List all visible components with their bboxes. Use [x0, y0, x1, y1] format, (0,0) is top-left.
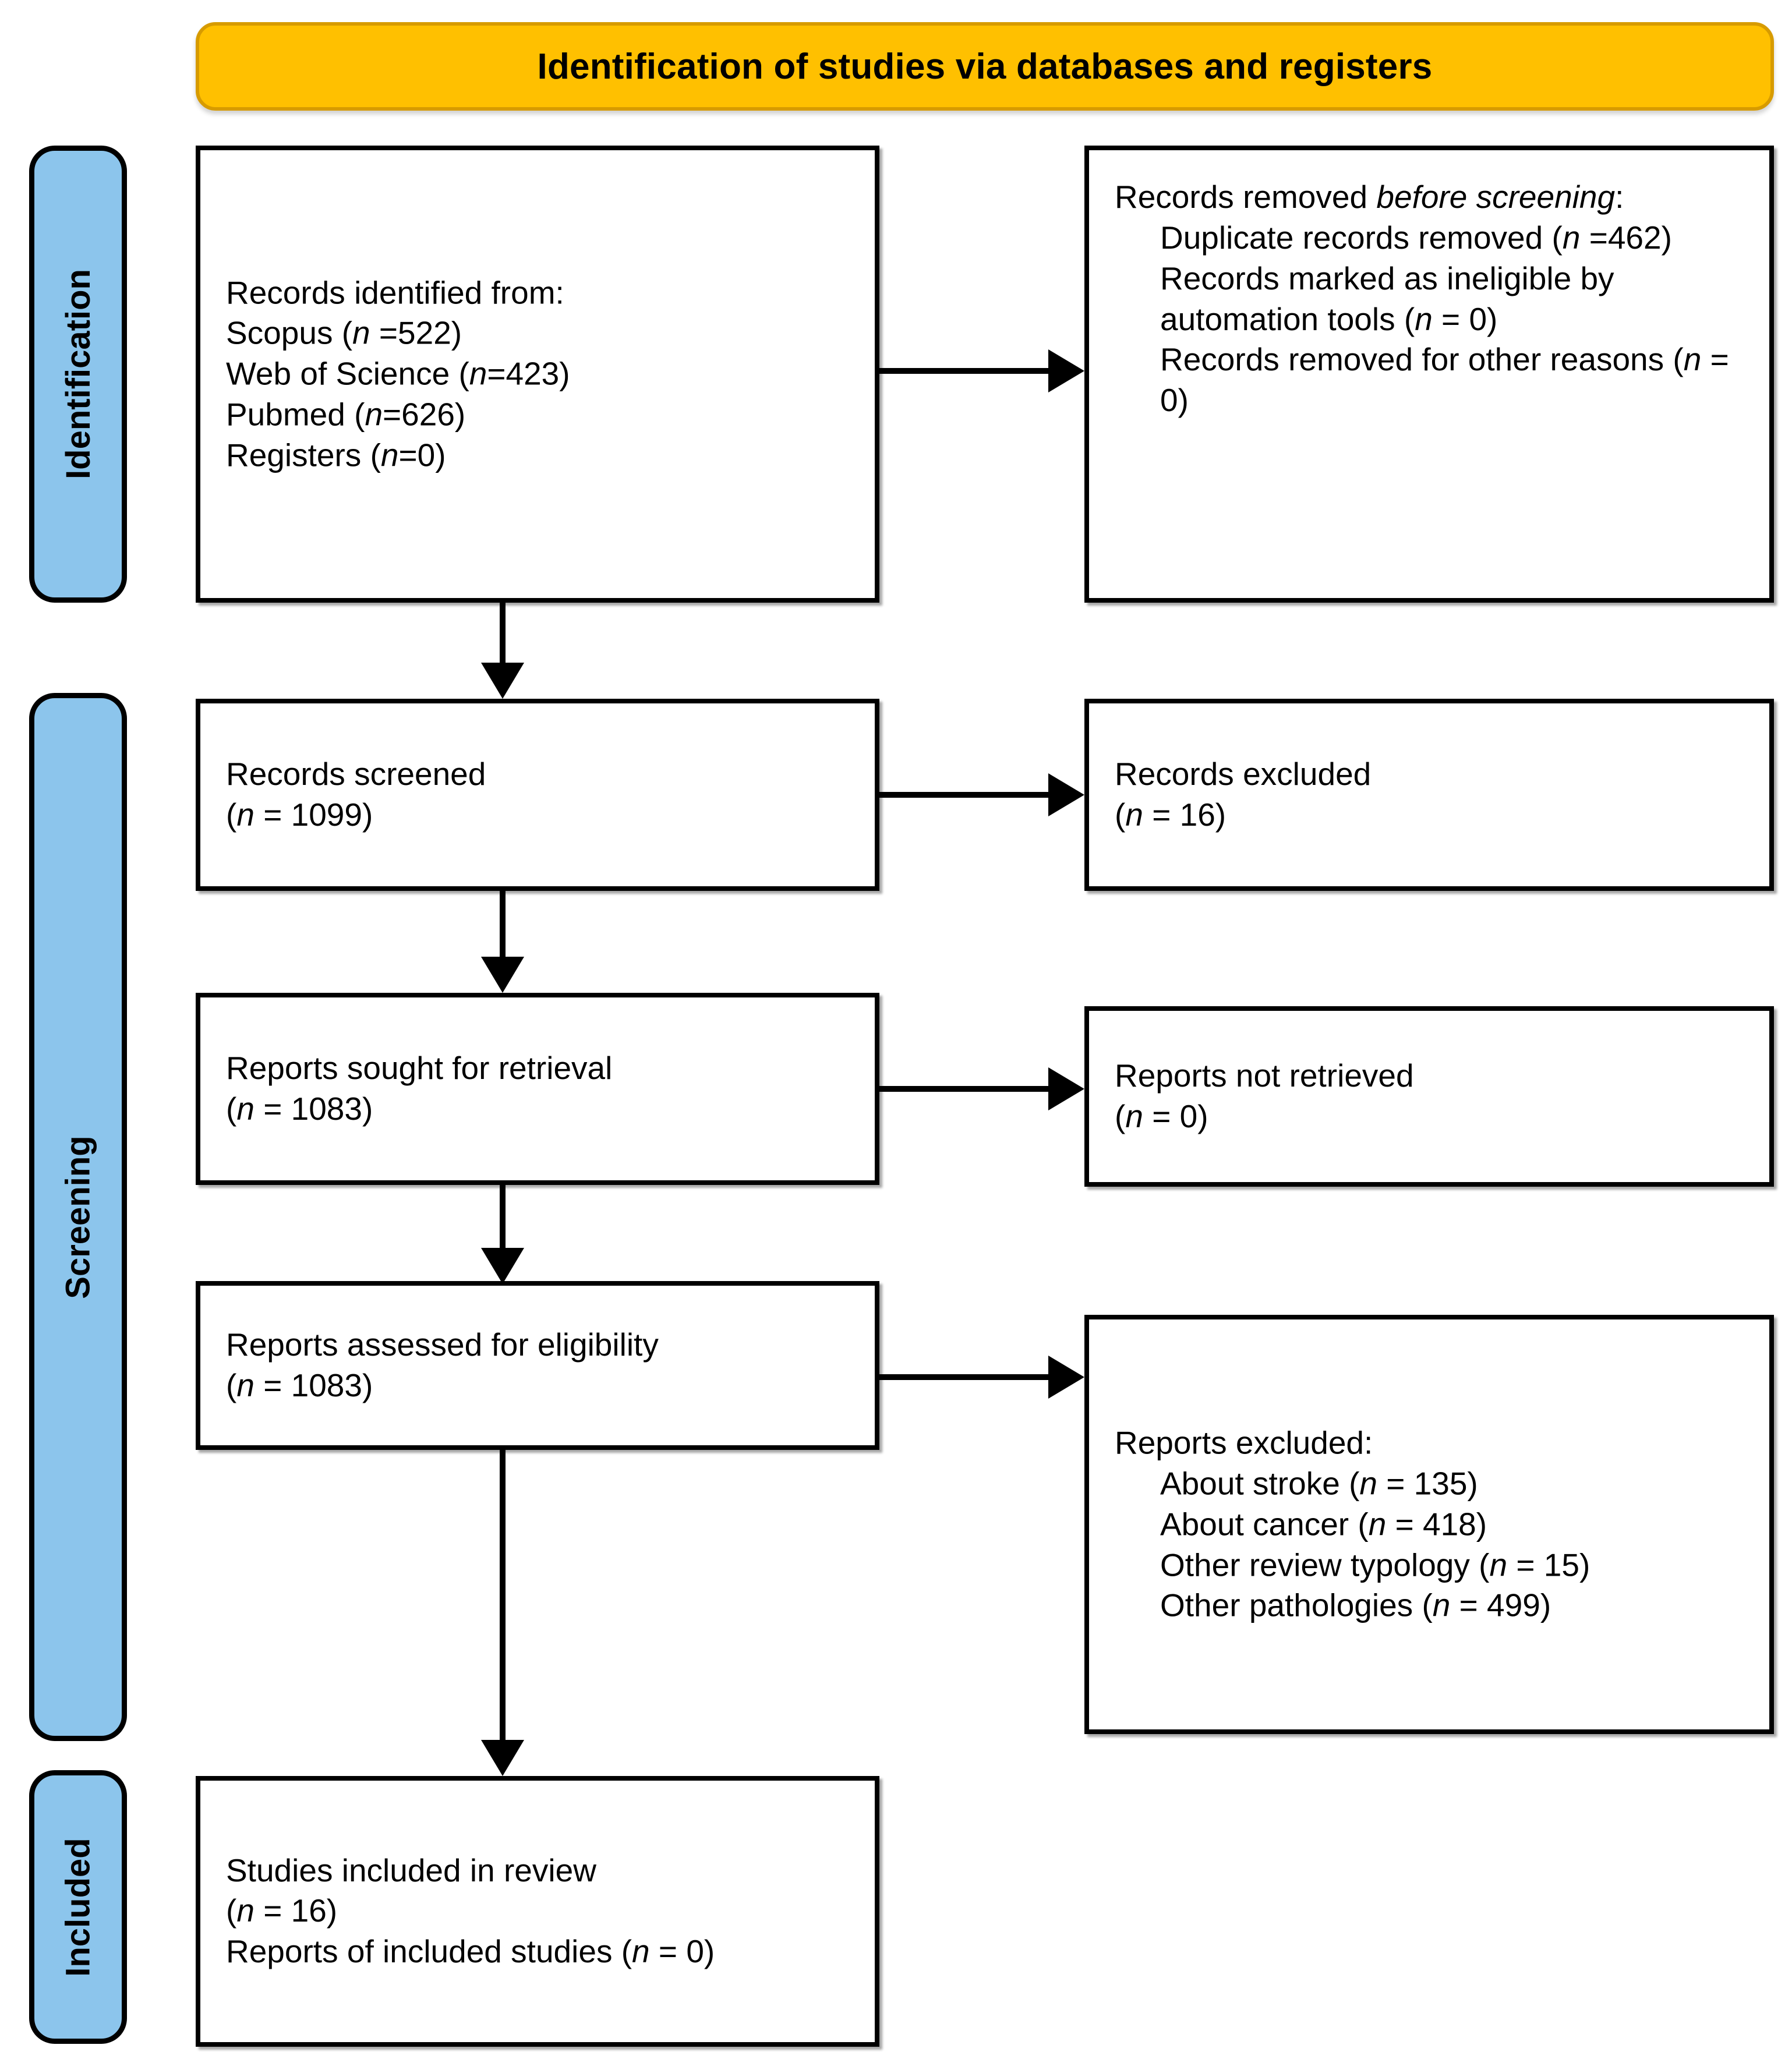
records-removed-item-ineligible: Records marked as ineligible by automati… — [1160, 260, 1614, 337]
box-reports-excluded: Reports excluded: About stroke (n = 135)… — [1084, 1315, 1774, 1734]
records-identified-line-scopus: Scopus (n =522) — [226, 314, 462, 351]
arrow-shaft — [500, 891, 506, 961]
phase-bar-identification: Identification — [29, 146, 127, 603]
arrow-shaft — [500, 1450, 506, 1744]
arrow-screened-to-excluded — [879, 773, 1084, 816]
box-records-excluded-text: Records excluded (n = 16) — [1115, 754, 1753, 836]
studies-included-count: (n = 16) — [226, 1892, 338, 1929]
arrow-shaft — [879, 792, 1054, 798]
box-reports-excluded-text: Reports excluded: About stroke (n = 135)… — [1115, 1423, 1753, 1626]
arrow-shaft — [500, 603, 506, 667]
arrow-head — [1048, 349, 1084, 392]
phase-bar-included: Included — [29, 1770, 127, 2044]
box-records-identified-text: Records identified from: Scopus (n =522)… — [226, 273, 858, 476]
records-identified-line-wos: Web of Science (n=423) — [226, 355, 570, 392]
arrow-sought-to-assessed — [481, 1185, 524, 1284]
records-removed-item-other: Records removed for other reasons (n = 0… — [1160, 341, 1729, 419]
reports-assessed-heading: Reports assessed for eligibility — [226, 1326, 659, 1363]
records-removed-item-duplicates: Duplicate records removed (n =462) — [1160, 219, 1672, 256]
records-screened-heading: Records screened — [226, 756, 486, 793]
box-records-screened-text: Records screened (n = 1099) — [226, 754, 858, 836]
phase-label-identification: Identification — [59, 269, 97, 479]
box-studies-included-text: Studies included in review (n = 16) Repo… — [226, 1851, 858, 1973]
records-removed-heading: Records removed before screening: — [1115, 179, 1624, 215]
records-identified-line-pubmed: Pubmed (n=626) — [226, 396, 466, 433]
box-records-removed-before-screening: Records removed before screening: Duplic… — [1084, 146, 1774, 603]
arrow-head — [1048, 1067, 1084, 1110]
arrow-head — [481, 1740, 524, 1776]
arrow-shaft — [879, 1086, 1054, 1092]
arrow-identified-to-screened — [481, 603, 524, 699]
reports-excluded-heading: Reports excluded: — [1115, 1424, 1373, 1461]
diagram-header-banner: Identification of studies via databases … — [196, 22, 1774, 111]
box-records-identified: Records identified from: Scopus (n =522)… — [196, 146, 879, 603]
box-reports-not-retrieved-text: Reports not retrieved (n = 0) — [1115, 1056, 1753, 1137]
reports-excluded-item-review-typology: Other review typology (n = 15) — [1160, 1546, 1590, 1583]
records-screened-count: (n = 1099) — [226, 797, 373, 833]
box-reports-sought-text: Reports sought for retrieval (n = 1083) — [226, 1048, 858, 1130]
studies-included-heading: Studies included in review — [226, 1852, 596, 1888]
box-reports-assessed-text: Reports assessed for eligibility (n = 10… — [226, 1325, 858, 1406]
records-excluded-heading: Records excluded — [1115, 756, 1372, 793]
reports-excluded-item-other-pathologies: Other pathologies (n = 499) — [1160, 1587, 1551, 1623]
box-reports-not-retrieved: Reports not retrieved (n = 0) — [1084, 1006, 1774, 1187]
reports-assessed-count: (n = 1083) — [226, 1367, 373, 1403]
arrow-sought-to-not-retrieved — [879, 1067, 1084, 1110]
arrow-assessed-to-studies-included — [481, 1450, 524, 1776]
box-records-excluded: Records excluded (n = 16) — [1084, 699, 1774, 891]
arrow-shaft — [879, 1374, 1054, 1380]
box-records-screened: Records screened (n = 1099) — [196, 699, 879, 891]
reports-not-retrieved-count: (n = 0) — [1115, 1098, 1208, 1134]
box-records-removed-text: Records removed before screening: Duplic… — [1115, 177, 1753, 421]
arrow-head — [481, 957, 524, 993]
records-identified-line-registers: Registers (n=0) — [226, 437, 446, 473]
records-excluded-count: (n = 16) — [1115, 797, 1227, 833]
box-studies-included-in-review: Studies included in review (n = 16) Repo… — [196, 1776, 879, 2047]
studies-included-reports-count: Reports of included studies (n = 0) — [226, 1933, 715, 1970]
box-reports-sought-for-retrieval: Reports sought for retrieval (n = 1083) — [196, 993, 879, 1185]
arrow-assessed-to-reports-excluded — [879, 1356, 1084, 1399]
arrow-head — [1048, 773, 1084, 816]
arrow-identified-to-removed — [879, 349, 1084, 392]
reports-sought-heading: Reports sought for retrieval — [226, 1050, 613, 1087]
reports-sought-count: (n = 1083) — [226, 1091, 373, 1127]
arrow-head — [1048, 1356, 1084, 1399]
reports-excluded-item-stroke: About stroke (n = 135) — [1160, 1465, 1478, 1502]
arrow-screened-to-sought — [481, 891, 524, 993]
reports-not-retrieved-heading: Reports not retrieved — [1115, 1057, 1414, 1094]
arrow-head — [481, 663, 524, 699]
arrow-shaft — [500, 1185, 506, 1252]
arrow-shaft — [879, 368, 1054, 374]
phase-label-included: Included — [59, 1837, 97, 1977]
reports-excluded-item-cancer: About cancer (n = 418) — [1160, 1506, 1487, 1542]
box-reports-assessed-for-eligibility: Reports assessed for eligibility (n = 10… — [196, 1281, 879, 1450]
arrow-head — [481, 1248, 524, 1284]
phase-bar-screening: Screening — [29, 693, 127, 1741]
records-identified-heading: Records identified from: — [226, 274, 564, 310]
phase-label-screening: Screening — [59, 1135, 97, 1299]
banner-title: Identification of studies via databases … — [537, 46, 1433, 87]
